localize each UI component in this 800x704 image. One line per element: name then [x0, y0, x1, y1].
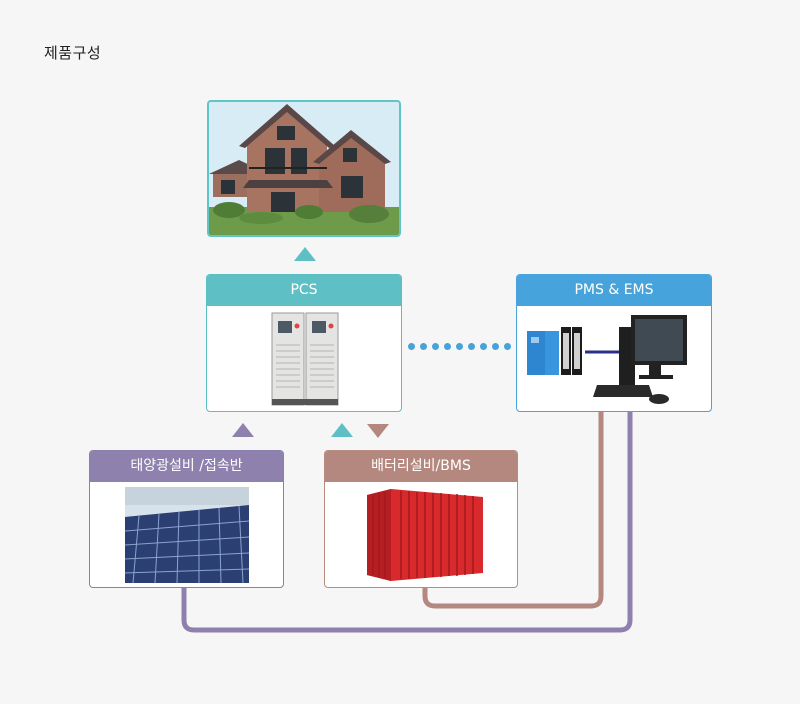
solar-label: 태양광설비 /접속반: [90, 451, 283, 482]
solar-node: 태양광설비 /접속반: [89, 450, 284, 588]
arrow-up-from-battery: [331, 423, 353, 437]
pcs-pms-dotted-link: [408, 343, 518, 351]
page-title: 제품구성: [44, 44, 102, 62]
solar-panel-image: [125, 487, 249, 583]
arrow-down-to-battery: [367, 424, 389, 438]
pcs-cabinet-image: [271, 312, 339, 406]
battery-label: 배터리설비/BMS: [325, 451, 517, 482]
pms-ems-label: PMS & EMS: [517, 275, 711, 306]
pcs-node: PCS: [206, 274, 402, 412]
pms-ems-node: PMS & EMS: [516, 274, 712, 412]
arrow-up-from-solar: [232, 423, 254, 437]
pms-controller-image: [527, 327, 582, 375]
pcs-label: PCS: [207, 275, 401, 306]
house-image: [209, 102, 399, 235]
battery-node: 배터리설비/BMS: [324, 450, 518, 588]
battery-container-image: [367, 489, 483, 581]
pms-to-battery-line: [422, 412, 604, 609]
arrow-up-to-house: [294, 247, 316, 261]
pms-to-solar-line: [181, 412, 633, 633]
house-node: [207, 100, 401, 237]
computer-image: [593, 315, 687, 404]
